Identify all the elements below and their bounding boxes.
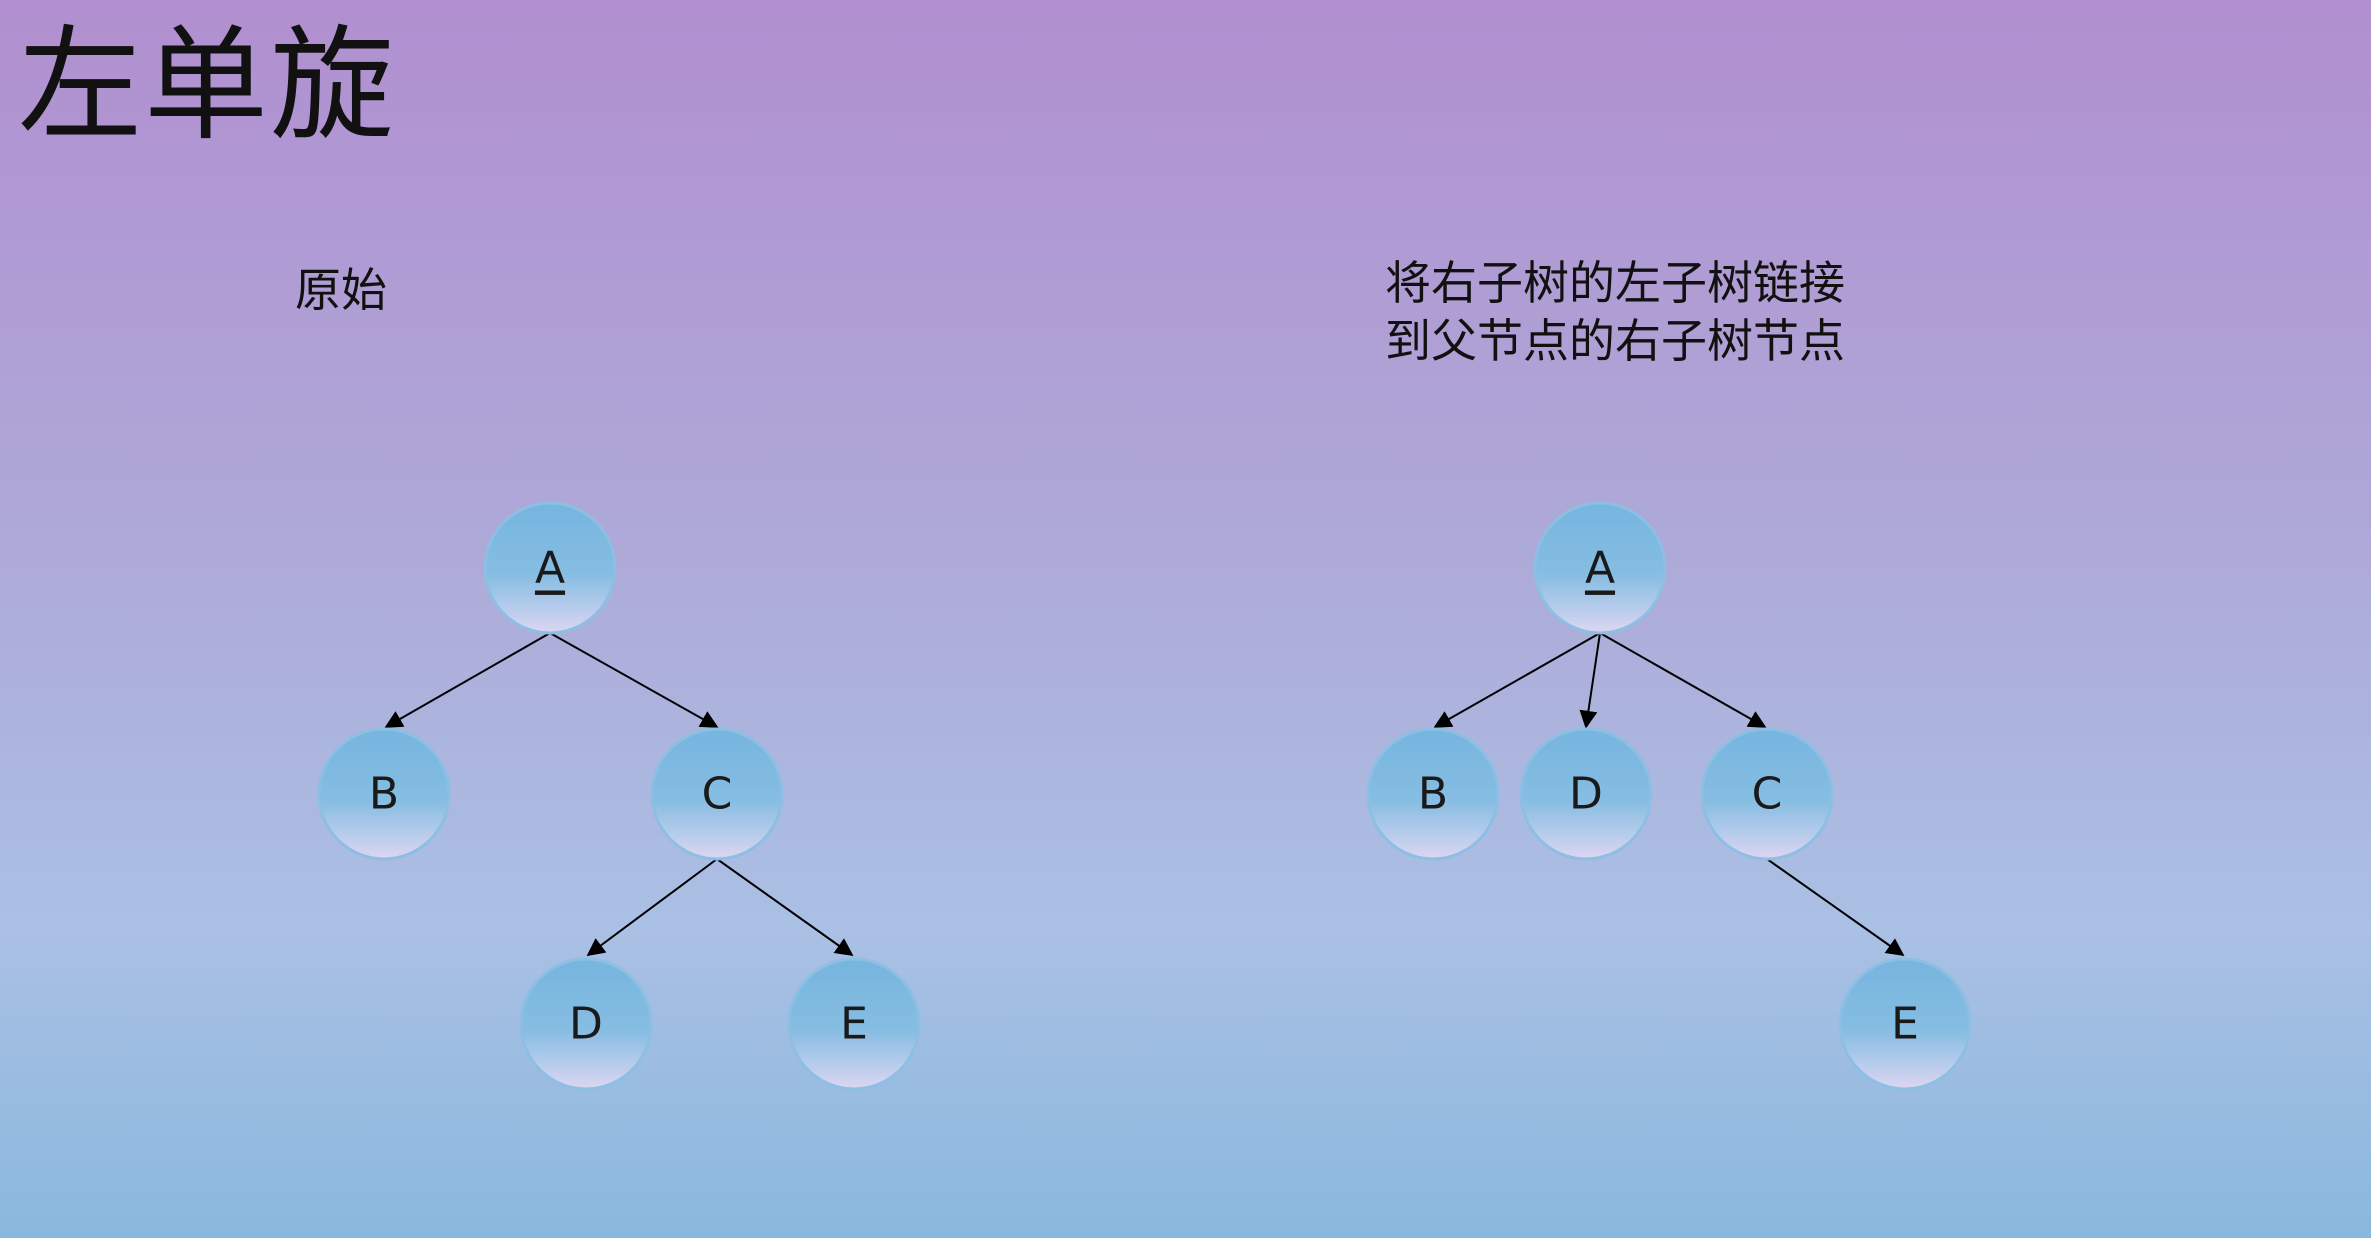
left-node-b-label: B (369, 769, 399, 820)
right-node-d: D (1519, 727, 1653, 861)
right-node-a-label: A (1585, 543, 1615, 594)
left-node-e-label: E (840, 999, 868, 1050)
left-tree-nodes: A B C D E (317, 501, 921, 1091)
right-caption-line-1: 将右子树的左子树链接 (1385, 256, 1845, 310)
right-caption: 将右子树的左子树链接 到父节点的右子树节点 (1385, 255, 1845, 370)
right-node-e: E (1838, 957, 1972, 1091)
left-node-c-label: C (702, 769, 733, 820)
right-node-b-label: B (1418, 769, 1448, 820)
left-node-d: D (519, 957, 653, 1091)
edge-c-d-left (586, 858, 718, 957)
left-node-c: C (650, 727, 784, 861)
edge-a-b-right (1433, 632, 1601, 728)
edge-a-d-right (1579, 632, 1601, 729)
right-node-a: A (1533, 501, 1667, 635)
left-node-e: E (787, 957, 921, 1091)
left-node-b: B (317, 727, 451, 861)
edge-a-b-left (384, 632, 551, 728)
right-tree-nodes: A B D C E (1366, 501, 1972, 1091)
right-node-c-label: C (1752, 769, 1783, 820)
right-tree-edges (1433, 632, 1905, 957)
edge-a-c-left (549, 632, 719, 728)
left-node-a-label: A (535, 543, 565, 594)
right-node-e-label: E (1891, 999, 1919, 1050)
left-caption: 原始 (295, 263, 387, 317)
slide-title: 左单旋 (18, 14, 397, 158)
right-caption-line-2: 到父节点的右子树节点 (1385, 313, 1845, 368)
left-tree-edges (384, 632, 854, 957)
right-node-c: C (1700, 727, 1834, 861)
right-node-b: B (1366, 727, 1500, 861)
edge-a-c-right (1599, 632, 1767, 728)
left-node-d-label: D (569, 999, 603, 1050)
left-node-a: A (483, 501, 617, 635)
edge-c-e-right (1766, 858, 1905, 957)
edge-c-e-left (716, 858, 854, 957)
right-node-d-label: D (1569, 769, 1603, 820)
